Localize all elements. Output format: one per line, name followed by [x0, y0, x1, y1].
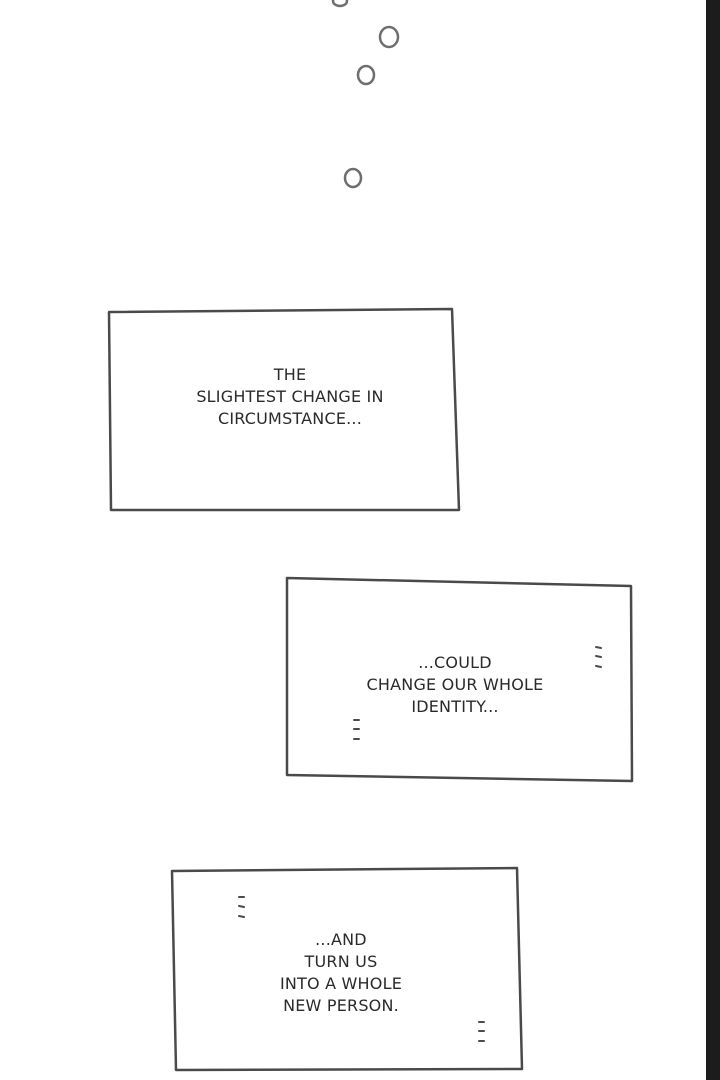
caption-line: TURN US [304, 952, 378, 971]
caption-line: CHANGE OUR WHOLE [366, 675, 544, 694]
emphasis-dashes [238, 896, 485, 1042]
droplet [331, 0, 349, 8]
page-edge-border [706, 0, 720, 1080]
droplets [331, 0, 400, 189]
caption-line: NEW PERSON. [283, 996, 399, 1015]
caption-line: SLIGHTEST CHANGE IN [196, 387, 384, 406]
caption-line: CIRCUMSTANCE... [217, 409, 363, 428]
caption-line: ...AND [315, 930, 367, 949]
caption-1: THE SLIGHTEST CHANGE IN CIRCUMSTANCE... [140, 364, 440, 430]
caption-3: ...AND TURN US INTO A WHOLE NEW PERSON. [191, 929, 491, 1017]
emphasis-dashes [353, 646, 602, 740]
caption-line: IDENTITY... [411, 697, 499, 716]
caption-box-1 [107, 307, 461, 512]
droplet [343, 167, 363, 189]
droplet [356, 64, 376, 86]
caption-2: ...COULD CHANGE OUR WHOLE IDENTITY... [305, 652, 605, 718]
caption-box-2 [285, 576, 634, 783]
caption-box-3 [170, 866, 524, 1072]
caption-line: ...COULD [418, 653, 492, 672]
caption-line: THE [273, 365, 307, 384]
droplet [378, 25, 400, 49]
caption-line: INTO A WHOLE [279, 974, 403, 993]
